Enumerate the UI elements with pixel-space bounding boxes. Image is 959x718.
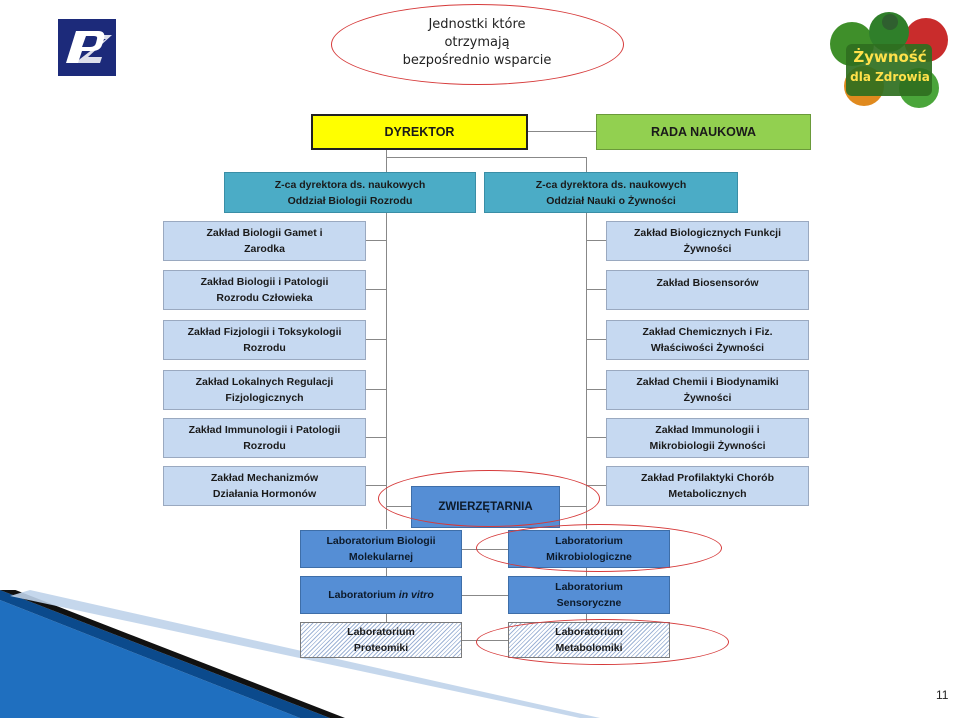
right-unit-line1: Zakład Profilaktyki Chorób [640,472,775,484]
left-unit-line2: Rozrodu [243,342,286,354]
right-unit-line2: Żywności [683,392,732,404]
left-unit-line2: Działania Hormonów [212,488,317,500]
left-unit-line1: Zakład Biologii Gamet i [206,227,323,239]
connector [366,389,386,390]
connector [386,614,387,622]
connector [586,157,587,172]
right-unit-box: Zakład Biologicznych Funkcji Żywności [606,221,809,261]
right-unit-line2: Właściwości Żywności [650,342,765,354]
left-unit-line1: Zakład Fizjologii i Toksykologii [187,326,342,338]
right-unit-line1: Zakład Chemicznych i Fiz. [642,326,773,338]
callout-line3: bezpośrednio wsparcie [402,53,552,68]
highlight-oval-microbio [476,524,722,572]
logo-line2: dla Zdrowia [850,70,930,84]
deputy-right-line2: Oddział Nauki o Żywności [546,194,676,207]
connector [586,289,606,290]
research-council-box: RADA NAUKOWA [596,114,811,150]
lab-sensory-box: Laboratorium Sensoryczne [508,576,670,614]
right-unit-line1: Zakład Immunologii i [655,424,760,436]
connector [528,131,596,132]
right-unit-line2: Mikrobiologii Żywności [649,440,766,452]
left-unit-line1: Zakład Lokalnych Regulacji [195,376,334,388]
logo-line1: Żywność [853,48,927,66]
left-unit-box: Zakład Mechanizmów Działania Hormonów [163,466,366,506]
left-unit-line2: Rozrodu Człowieka [216,292,313,304]
left-unit-line2: Zarodka [244,243,285,255]
right-unit-line2: Metabolicznych [668,488,747,500]
left-unit-box: Zakład Immunologii i Patologii Rozrodu [163,418,366,458]
right-unit-box: Zakład Immunologii i Mikrobiologii Żywno… [606,418,809,458]
callout-text: Jednostki które otrzymają bezpośrednio w… [352,16,602,70]
connector [462,595,508,596]
connector [366,289,386,290]
connector [586,389,606,390]
lab-line1: Laboratorium [555,581,623,593]
right-unit-box: Zakład Biosensorów [606,270,809,310]
lab-mol-bio-box: Laboratorium Biologii Molekularnej [300,530,462,568]
director-box: DYREKTOR [311,114,528,150]
connector [586,240,606,241]
deputy-left-line1: Z-ca dyrektora ds. naukowych [274,178,426,191]
right-unit-line1: Zakład Biologicznych Funkcji [633,227,782,239]
right-unit-line1: Zakład Chemii i Biodynamiki [636,376,779,388]
connector [366,437,386,438]
left-unit-line2: Fizjologicznych [225,392,304,404]
lab-line1: Laboratorium [347,626,415,638]
connector [386,150,387,172]
lab-proteomics-box: Laboratorium Proteomiki [300,622,462,658]
callout-line1: Jednostki które [428,17,526,32]
connector [386,157,586,158]
right-unit-line2: Żywności [683,243,732,255]
connector [586,485,606,486]
right-unit-box: Zakład Profilaktyki Chorób Metabolicznyc… [606,466,809,506]
connector [366,240,386,241]
left-unit-line1: Zakład Biologii i Patologii [200,276,329,288]
lab-in-vitro-prefix: Laboratorium [328,589,399,601]
deputy-right-line1: Z-ca dyrektora ds. naukowych [535,178,687,191]
right-unit-box: Zakład Chemii i Biodynamiki Żywności [606,370,809,410]
highlight-oval-metabolomics [476,619,729,665]
deputy-left-box: Z-ca dyrektora ds. naukowych Oddział Bio… [224,172,476,213]
connector [586,339,606,340]
connector [586,213,587,529]
left-unit-line2: Rozrodu [243,440,286,452]
zywnosc-dla-zdrowia-logo: Żywność dla Zdrowia [824,4,954,114]
right-unit-box: Zakład Chemicznych i Fiz. Właściwości Ży… [606,320,809,360]
callout-line2: otrzymają [444,35,510,50]
deputy-left-line2: Oddział Biologii Rozrodu [287,194,413,207]
highlight-oval-animal-house [378,470,600,527]
connector [586,614,587,622]
left-unit-box: Zakład Biologii i Patologii Rozrodu Czło… [163,270,366,310]
connector [366,339,386,340]
connector [586,568,587,576]
left-unit-line1: Zakład Immunologii i Patologii [188,424,341,436]
lab-in-vitro-box: Laboratorium in vitro [300,576,462,614]
left-unit-line1: Zakład Mechanizmów [210,472,319,484]
left-unit-box: Zakład Lokalnych Regulacji Fizjologiczny… [163,370,366,410]
institute-logo [58,19,116,76]
callout-oval [331,4,624,85]
left-unit-box: Zakład Fizjologii i Toksykologii Rozrodu [163,320,366,360]
lab-line2: Sensoryczne [556,597,622,609]
connector [386,560,387,576]
lab-line2: Proteomiki [353,642,409,654]
right-unit-line1: Zakład Biosensorów [656,277,759,289]
connector [366,485,386,486]
page-number: 11 [936,688,949,702]
deputy-right-box: Z-ca dyrektora ds. naukowych Oddział Nau… [484,172,738,213]
lab-line2: Molekularnej [348,551,414,563]
connector [586,437,606,438]
lab-in-vitro-italic: in vitro [398,589,434,601]
lab-line1: Laboratorium Biologii [326,535,436,547]
left-unit-box: Zakład Biologii Gamet i Zarodka [163,221,366,261]
connector [386,213,387,529]
